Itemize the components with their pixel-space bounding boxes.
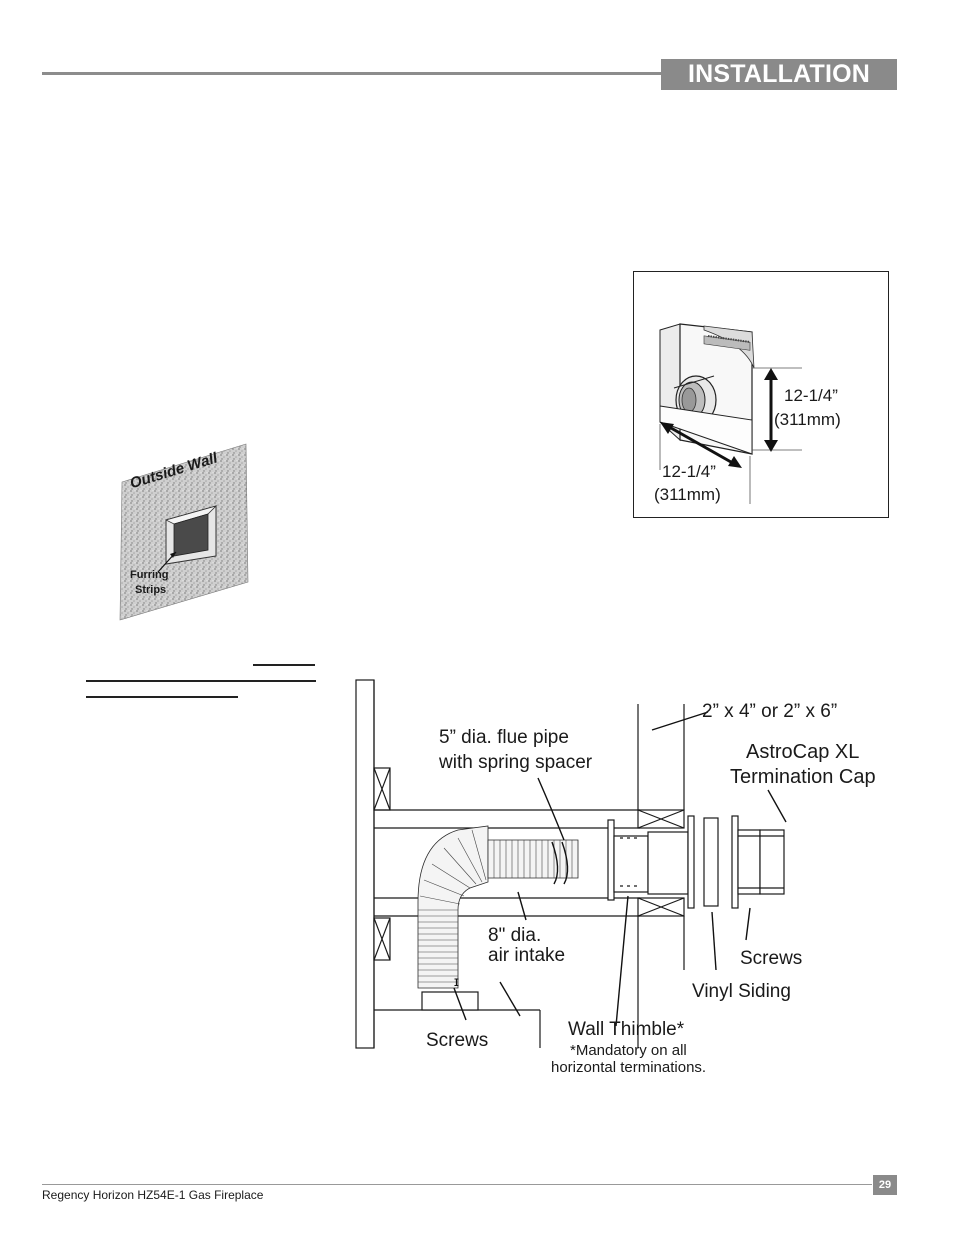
vent-assembly-diagram: ɪ 2” x 4” or 2” x 6” 5” dia. flue pipe w…	[340, 670, 920, 1090]
air-intake-label-2: air intake	[488, 945, 566, 966]
underline-3	[86, 696, 238, 698]
screws-right-label: Screws	[740, 948, 803, 969]
flue-pipe-label-2: with spring spacer	[439, 752, 593, 773]
wall-thimble-note-2: horizontal terminations.	[551, 1059, 707, 1076]
termination-cap-label-2: Termination Cap	[730, 766, 876, 788]
furring-strips-label-2: Strips	[135, 584, 167, 596]
underline-1	[253, 664, 315, 666]
cap-height-dim-1: 12-1/4”	[784, 386, 838, 405]
header-rule	[42, 72, 662, 75]
cap-height-dim-2: (311mm)	[774, 410, 841, 429]
cap-width-dim-1: 12-1/4”	[662, 462, 716, 481]
furring-strips-label-1: Furring	[130, 569, 169, 581]
vinyl-siding-label: Vinyl Siding	[692, 981, 791, 1002]
air-intake-label-1: 8" dia.	[488, 925, 542, 946]
page-number: 29	[873, 1175, 897, 1195]
cap-width-dim-2: (311mm)	[654, 485, 721, 504]
wall-thimble-label: Wall Thimble*	[568, 1019, 685, 1040]
termination-cap-dimension-figure: 12-1/4” (311mm) 12-1/4” (311mm)	[633, 271, 889, 518]
underline-2	[86, 680, 316, 682]
vent-assembly-illustration: ɪ	[355, 679, 787, 1049]
footer-rule	[42, 1184, 872, 1185]
footer-manual-title: Regency Horizon HZ54E-1 Gas Fireplace	[42, 1188, 264, 1202]
flue-pipe-label-1: 5” dia. flue pipe	[439, 727, 569, 748]
outside-wall-figure: Outside Wall Furring Strips	[118, 442, 250, 622]
stud-size-label: 2” x 4” or 2” x 6”	[702, 701, 838, 722]
termination-cap-label-1: AstroCap XL	[746, 741, 860, 763]
termination-cap-illustration	[659, 323, 802, 504]
section-title: INSTALLATION	[661, 59, 897, 90]
outside-wall-illustration	[119, 443, 249, 621]
wall-thimble-note-1: *Mandatory on all	[570, 1042, 687, 1059]
screws-bottom-label: Screws	[426, 1030, 489, 1051]
svg-text:ɪ: ɪ	[454, 973, 459, 989]
